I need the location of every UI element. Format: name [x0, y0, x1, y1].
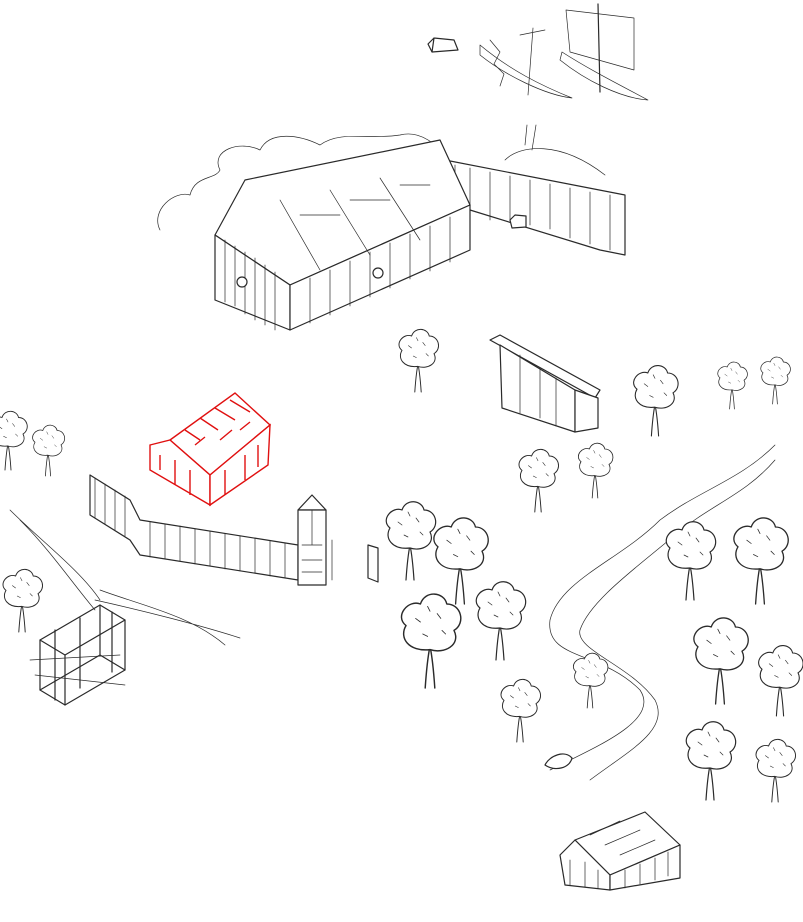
- small-hut-icon: [509, 214, 527, 229]
- palisade-gate[interactable]: [89, 474, 379, 586]
- tree-icon: [2, 568, 44, 633]
- shed[interactable]: [489, 334, 601, 433]
- tree-icon: [518, 448, 560, 513]
- tree-icon: [475, 581, 527, 661]
- hut-icon: [427, 37, 459, 53]
- forest[interactable]: [385, 356, 803, 803]
- boathouse[interactable]: [427, 37, 459, 53]
- tree-icon: [385, 501, 437, 581]
- tree-icon: [500, 678, 542, 743]
- longhouse-icon: [214, 139, 471, 331]
- tree-icon: [0, 410, 28, 471]
- tower-icon: [297, 494, 333, 586]
- tree-icon: [577, 442, 614, 499]
- tree-icon: [758, 645, 803, 717]
- left-woods: [0, 410, 241, 646]
- scaffold-icon: [29, 604, 126, 706]
- tree-icon: [693, 617, 749, 705]
- ship-icon: [479, 3, 649, 101]
- tree-icon: [685, 721, 737, 801]
- shed-icon: [489, 334, 601, 433]
- small-house[interactable]: [149, 392, 272, 507]
- palisade-back: [444, 159, 626, 256]
- tree-icon: [760, 356, 791, 405]
- tree-icon: [433, 517, 489, 605]
- tree-icon: [755, 738, 797, 803]
- tree-icon: [717, 361, 748, 410]
- tree-icon: [733, 517, 789, 605]
- rock-icon: [544, 753, 573, 770]
- tree-icon: [32, 424, 66, 477]
- house-icon: [149, 392, 272, 507]
- scaffold[interactable]: [29, 604, 126, 706]
- tree-icon: [572, 652, 609, 709]
- tree-icon: [665, 521, 717, 601]
- bottom-house[interactable]: [559, 811, 681, 891]
- ships[interactable]: [479, 3, 649, 101]
- tree-icon: [633, 365, 679, 437]
- longhouse[interactable]: [157, 124, 626, 331]
- house-icon: [559, 811, 681, 891]
- tree-icon: [400, 593, 462, 689]
- tree-icon: [398, 328, 440, 393]
